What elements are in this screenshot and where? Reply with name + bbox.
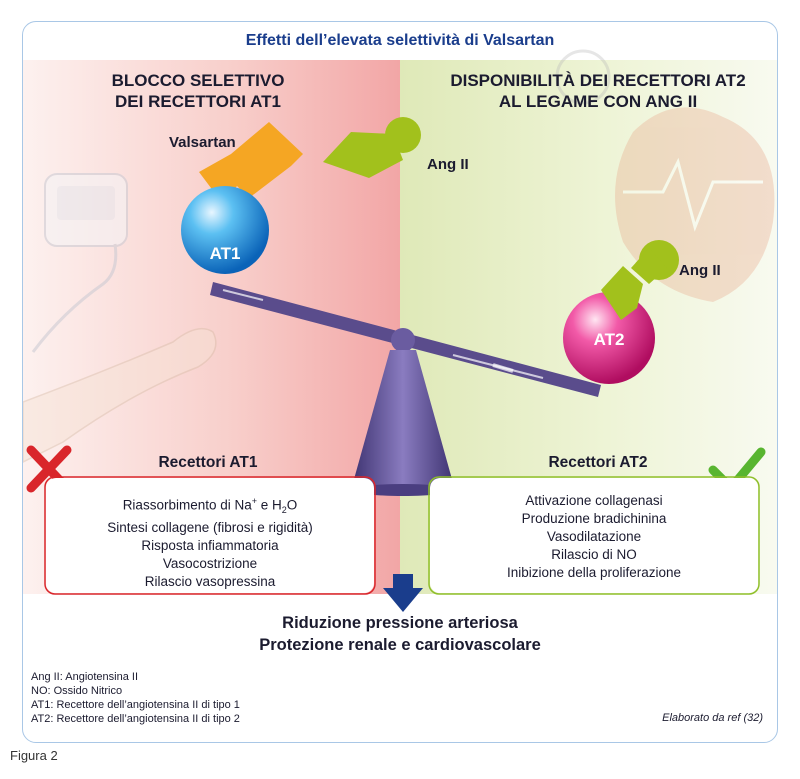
at2-item: Rilascio di NO [551,547,637,562]
at2-effects-box: Attivazione collagenasi Produzione bradi… [430,478,758,593]
figure-caption: Figura 2 [10,748,58,763]
at2-box-title: Recettori AT2 [548,454,648,471]
result-line2: Protezione renale e cardiovascolare [259,636,541,654]
at1-effects-box: Riassorbimento di Na+ e H2O Sintesi coll… [46,478,374,593]
right-heading-line2: AL LEGAME CON ANG II [498,92,698,111]
down-arrow-icon [383,574,423,612]
at2-sphere-label: AT2 [593,330,625,349]
arm-icon [23,327,217,463]
at2-item: Inibizione della proliferazione [506,565,682,580]
diagram-graphics [23,49,775,612]
legend-item: NO: Ossido Nitrico [31,685,123,697]
angII-label-right: Ang II [679,262,721,279]
angII-bound-shape [601,240,679,320]
legend-item: AT1: Recettore dell’angiotensina II di t… [31,699,240,711]
legend-item: AT2: Recettore dell’angiotensina II di t… [31,713,240,725]
angII-label-left: Ang II [427,156,469,173]
at1-sphere [181,186,269,274]
seesaw-base [351,350,455,490]
at2-box-border [428,476,760,595]
figure-title: Effetti dell’elevata selettività di Vals… [245,32,555,49]
legend-item: Ang II: Angiotensina II [31,671,139,683]
at2-item: Vasodilatazione [546,529,642,544]
left-heading-line2: DEI RECETTORI AT1 [115,92,281,111]
at1-box-title: Recettori AT1 [158,454,258,471]
at1-item: Risposta infiammatoria [141,538,279,554]
abbreviations-legend: Ang II: Angiotensina II NO: Ossido Nitri… [31,670,240,726]
at1-item: Riassorbimento di Na+ e H2O [122,496,298,516]
at1-item: Sintesi collagene (fibrosi e rigidità) [107,520,313,536]
at1-item: Rilascio vasopressina [144,574,276,590]
left-heading: BLOCCO SELETTIVO DEI RECETTORI AT1 [53,70,343,112]
stethoscope-icon [555,49,611,105]
at1-box-border [44,476,376,595]
result-line1: Riduzione pressione arteriosa [282,614,518,632]
at2-sphere [563,292,655,384]
at1-item: Vasocostrizione [162,556,258,572]
seesaw-pivot [391,328,415,352]
at2-item: Attivazione collagenasi [525,493,663,508]
left-heading-line1: BLOCCO SELETTIVO [111,71,285,90]
at2-item: Produzione bradichinina [521,511,667,526]
pressure-monitor-icon [31,173,128,353]
source-note: Elaborato da ref (32) [662,712,763,724]
right-heading-line1: DISPONIBILITÀ DEI RECETTORI AT2 [450,71,746,90]
valsartan-shape [199,122,303,204]
at1-sphere-label: AT1 [209,244,241,263]
angII-free-shape [323,117,421,178]
figure-frame: Effetti dell’elevata selettività di Vals… [22,21,778,743]
valsartan-label: Valsartan [169,134,236,151]
right-heading: DISPONIBILITÀ DEI RECETTORI AT2 AL LEGAM… [423,70,773,112]
